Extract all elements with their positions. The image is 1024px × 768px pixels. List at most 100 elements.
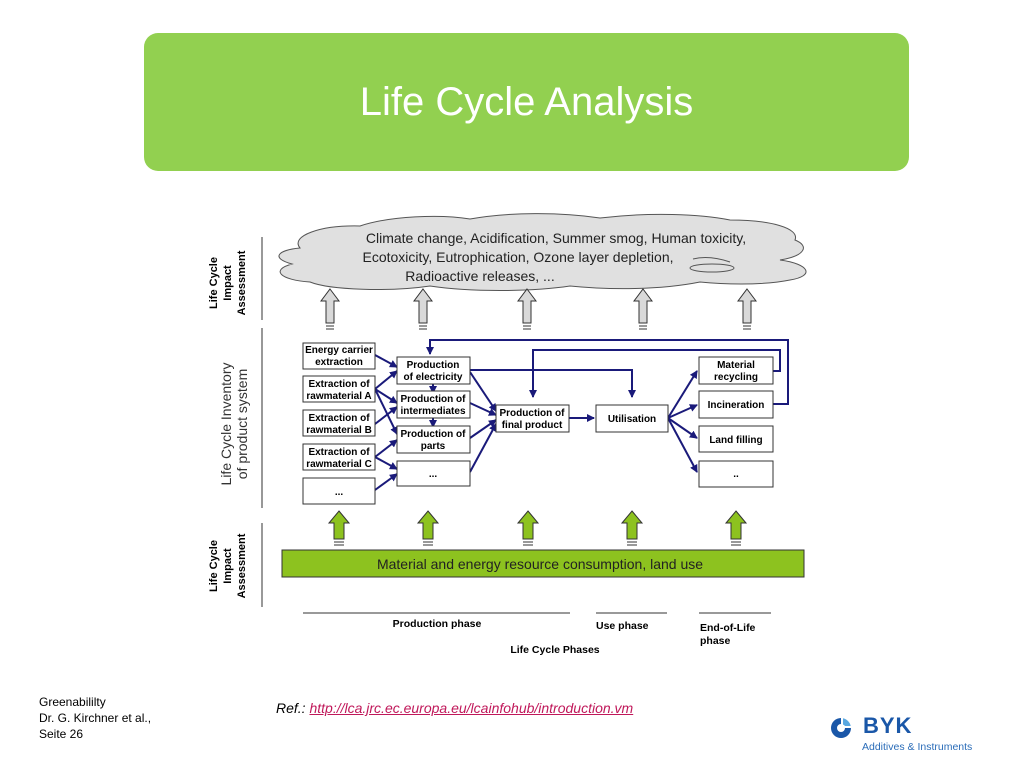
impact-top-line-1: Life Cycle xyxy=(208,257,220,309)
reference-prefix: Ref.: xyxy=(276,700,310,716)
impact-label-bottom: Life Cycle Impact Assessment xyxy=(208,533,248,598)
green-up-arrow-icon xyxy=(416,510,440,546)
box-rawmaterial-b xyxy=(302,409,376,437)
impact-categories-cloud: Climate change, Acidification, Summer sm… xyxy=(278,213,807,291)
grey-up-arrow-icon xyxy=(413,288,433,330)
box-extraction-more xyxy=(302,477,376,505)
box-end-of-life-more xyxy=(698,460,774,488)
resource-bar-label: Material and energy resource consumption… xyxy=(377,556,703,572)
recycling-loop xyxy=(529,349,781,398)
grey-up-arrow-icon xyxy=(517,288,537,330)
box-label: Production of xyxy=(500,408,566,419)
inventory-line-2: of product system xyxy=(234,369,250,480)
box-label: rawmaterial B xyxy=(306,425,372,436)
connector xyxy=(667,404,698,419)
box-label: recycling xyxy=(714,372,758,383)
green-up-arrow-icon xyxy=(620,510,644,546)
box-final-product xyxy=(495,404,570,433)
box-label: Land filling xyxy=(709,435,762,446)
end-of-life-label-2: phase xyxy=(700,635,731,647)
box-label: Production xyxy=(407,360,460,371)
slide-footer: Greenabililty Dr. G. Kirchner et al., Se… xyxy=(39,694,151,742)
box-label: Extraction of xyxy=(308,379,370,390)
extraction-column: Energy carrier extraction Extraction of … xyxy=(302,342,376,505)
connector xyxy=(667,417,698,473)
box-label: intermediates xyxy=(400,406,465,417)
box-label: Production of xyxy=(401,429,467,440)
connector xyxy=(374,406,398,425)
phases-caption: Life Cycle Phases xyxy=(510,644,599,656)
box-label: Incineration xyxy=(708,400,765,411)
impact-arrows xyxy=(320,288,757,330)
box-label: rawmaterial C xyxy=(306,459,372,470)
connector xyxy=(374,456,398,470)
box-land-filling xyxy=(698,425,774,453)
box-label: ... xyxy=(335,487,344,498)
incineration-loop xyxy=(426,339,789,405)
box-label: rawmaterial A xyxy=(306,391,371,402)
connector xyxy=(469,402,497,416)
connector xyxy=(374,370,398,390)
connector xyxy=(374,354,398,368)
end-of-life-label-1: End-of-Life xyxy=(700,622,756,634)
grey-up-arrow-icon xyxy=(320,288,340,330)
production-phase-label: Production phase xyxy=(393,618,482,630)
connector xyxy=(374,473,398,491)
end-of-life-column: Material recycling Incineration Land fil… xyxy=(698,356,774,488)
resource-arrows xyxy=(327,510,748,546)
box-label: of electricity xyxy=(404,372,463,383)
impact-bottom-line-3: Assessment xyxy=(236,533,248,598)
box-electricity xyxy=(396,356,471,385)
box-label: Production of xyxy=(401,394,467,405)
cloud-line-2: Ecotoxicity, Eutrophication, Ozone layer… xyxy=(362,249,673,265)
impact-top-line-3: Assessment xyxy=(236,250,248,315)
connector xyxy=(667,370,698,419)
box-label: ... xyxy=(429,469,438,480)
title-banner: Life Cycle Analysis xyxy=(144,33,909,171)
connector xyxy=(469,419,497,439)
impact-bottom-line-2: Impact xyxy=(222,548,234,584)
connector xyxy=(374,388,398,435)
life-cycle-phases: Production phase Use phase End-of-Life p… xyxy=(303,612,771,656)
connector xyxy=(374,388,398,404)
box-rawmaterial-c xyxy=(302,443,376,471)
connector xyxy=(470,369,636,398)
box-parts xyxy=(396,425,471,454)
flow-connectors xyxy=(374,339,789,491)
connector xyxy=(667,417,698,439)
box-label: Extraction of xyxy=(308,447,370,458)
reference: Ref.: http://lca.jrc.ec.europa.eu/lcainf… xyxy=(276,700,633,716)
box-intermediates xyxy=(396,390,471,419)
footer-line-2: Dr. G. Kirchner et al., xyxy=(39,711,152,725)
box-label: Utilisation xyxy=(608,414,656,425)
slide-title: Life Cycle Analysis xyxy=(359,79,694,124)
box-production-more xyxy=(396,460,471,487)
box-material-recycling xyxy=(698,356,774,385)
grey-up-arrow-icon xyxy=(737,288,757,330)
use-phase-label: Use phase xyxy=(596,620,649,632)
reference-link[interactable]: http://lca.jrc.ec.europa.eu/lcainfohub/i… xyxy=(309,700,634,716)
box-energy-carrier xyxy=(302,342,376,370)
connector xyxy=(469,423,497,473)
box-label: Energy carrier xyxy=(305,345,373,356)
resource-consumption-bar xyxy=(281,549,805,578)
box-label: Extraction of xyxy=(308,413,370,424)
green-up-arrow-icon xyxy=(516,510,540,546)
green-up-arrow-icon xyxy=(327,510,351,546)
impact-bottom-line-1: Life Cycle xyxy=(208,540,220,592)
impact-label-top: Life Cycle Impact Assessment xyxy=(208,250,248,315)
byk-logo-mark-icon xyxy=(831,718,851,738)
cloud-line-3: Radioactive releases, ... xyxy=(405,268,554,284)
inventory-label: Life Cycle Inventory of product system xyxy=(218,363,250,486)
footer-line-3: Seite 26 xyxy=(39,727,84,741)
box-label: Material xyxy=(717,360,755,371)
box-label: extraction xyxy=(315,357,363,368)
logo-brand: BYK xyxy=(863,713,913,738)
logo-tagline: Additives & Instruments xyxy=(862,741,973,753)
byk-logo: BYK Additives & Instruments xyxy=(830,713,990,758)
inventory-line-1: Life Cycle Inventory xyxy=(218,363,234,486)
box-rawmaterial-a xyxy=(302,375,376,403)
box-label: .. xyxy=(733,469,739,480)
impact-top-line-2: Impact xyxy=(222,265,234,301)
